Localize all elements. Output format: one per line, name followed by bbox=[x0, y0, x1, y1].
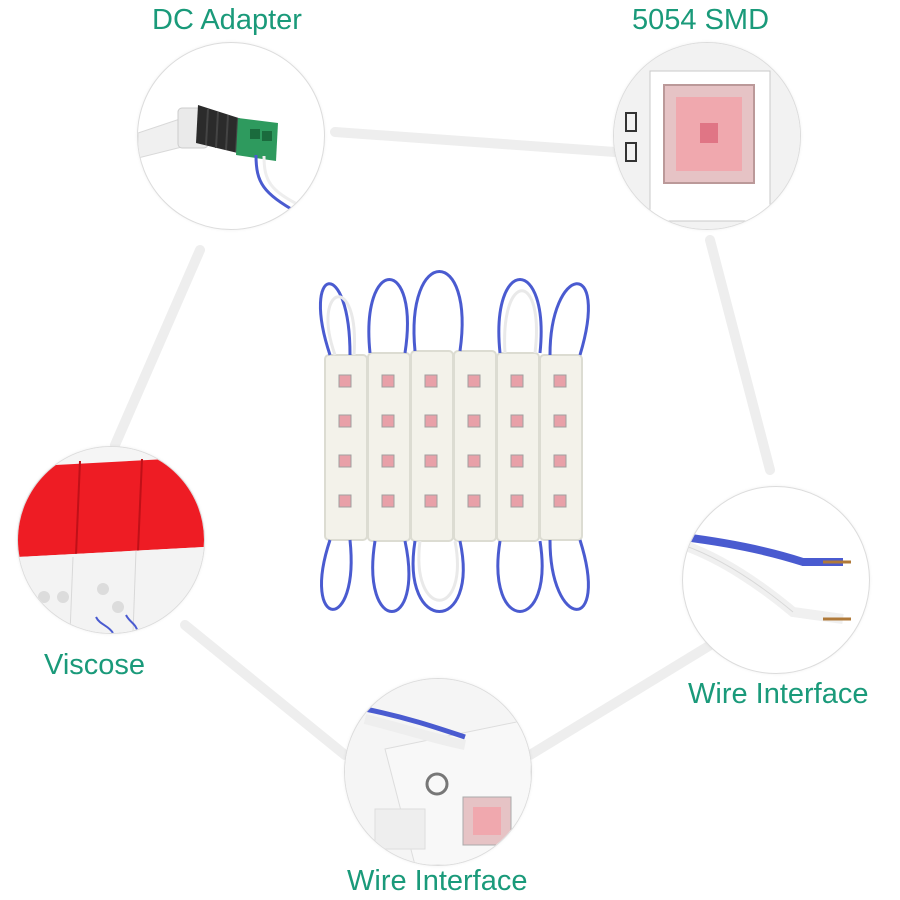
led-module-string-image bbox=[318, 270, 590, 613]
label-5054-smd: 5054 SMD bbox=[632, 4, 770, 36]
viscose-circle bbox=[17, 446, 205, 634]
label-wire-interface-bottom: Wire Interface bbox=[347, 865, 528, 897]
wire-interface-right-circle bbox=[682, 486, 870, 674]
dc-adapter-icon bbox=[138, 105, 304, 215]
wire-terminal-icon bbox=[345, 679, 531, 865]
label-dc-adapter: DC Adapter bbox=[152, 4, 302, 36]
adhesive-tape-icon bbox=[18, 447, 204, 633]
smd-circle bbox=[613, 42, 801, 230]
label-wire-interface-right: Wire Interface bbox=[688, 678, 869, 710]
dc-adapter-circle bbox=[137, 42, 325, 230]
wire-interface-bottom-circle bbox=[344, 678, 532, 866]
label-viscose: Viscose bbox=[44, 649, 146, 681]
wire-pair-icon bbox=[683, 533, 851, 624]
smd-chip-icon bbox=[614, 43, 800, 229]
